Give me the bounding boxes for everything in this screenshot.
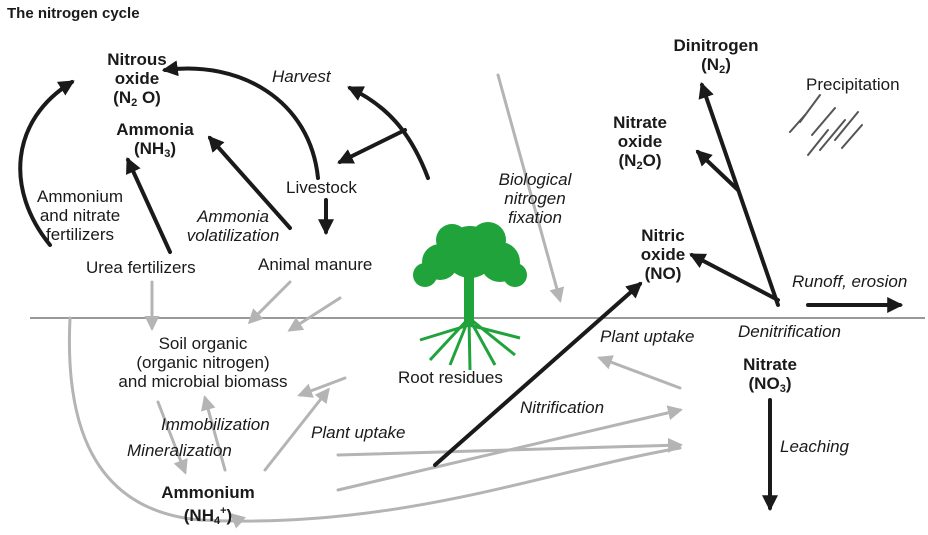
label-dinitrogen: Dinitrogen (N2) (666, 36, 766, 80)
precipitation-icon (790, 95, 862, 155)
label-nitrate: Nitrate (NO3) (730, 355, 810, 399)
label-animal-manure: Animal manure (258, 255, 372, 274)
label-plant-uptake-left: Plant uptake (311, 423, 406, 442)
label-mineralization: Mineralization (127, 441, 232, 460)
label-ammonium-nitrate-fertilizers: Ammonium and nitrate fertilizers (30, 187, 130, 244)
arrow-urea-to-ammonia (128, 160, 170, 252)
gray-arrow-mineralization (158, 402, 185, 472)
label-ammonia-volatilization: Ammonia volatilization (178, 207, 288, 245)
gray-arrow-to-soil (300, 378, 345, 395)
gray-arrow-manure-1 (250, 282, 290, 322)
label-plant-uptake-right: Plant uptake (600, 327, 695, 346)
label-harvest: Harvest (272, 67, 331, 86)
label-immobilization: Immobilization (161, 415, 270, 434)
arrow-to-livestock (340, 130, 405, 162)
gray-arrow-manure-2 (290, 298, 340, 330)
arrow-harvest (350, 88, 428, 178)
tree-icon (413, 222, 527, 370)
label-soil-organic: Soil organic (organic nitrogen) and micr… (108, 334, 298, 391)
label-nitric-oxide: Nitric oxide (NO) (628, 226, 698, 283)
label-nitrification: Nitrification (520, 398, 604, 417)
label-denitrification: Denitrification (738, 322, 841, 341)
label-root-residues: Root residues (398, 368, 503, 387)
arrow-to-dinitrogen (702, 85, 778, 305)
label-nitrate-oxide: Nitrate oxide (N2O) (600, 113, 680, 176)
label-ammonium: Ammonium (NH4+) (148, 483, 268, 531)
label-livestock: Livestock (286, 178, 357, 197)
gray-arrow-plant-uptake-right (600, 358, 680, 388)
label-leaching: Leaching (780, 437, 849, 456)
label-runoff-erosion: Runoff, erosion (792, 272, 907, 291)
label-urea-fertilizers: Urea fertilizers (86, 258, 196, 277)
label-ammonia: Ammonia (NH3) (100, 120, 210, 164)
label-biological-nitrogen-fixation: Biological nitrogen fixation (480, 170, 590, 227)
diagram-title: The nitrogen cycle (7, 5, 140, 22)
label-precipitation: Precipitation (806, 75, 900, 94)
label-nitrous-oxide: Nitrous oxide (N2 O) (82, 50, 192, 113)
gray-arrow-ammonium-to-nitrate (338, 445, 680, 455)
